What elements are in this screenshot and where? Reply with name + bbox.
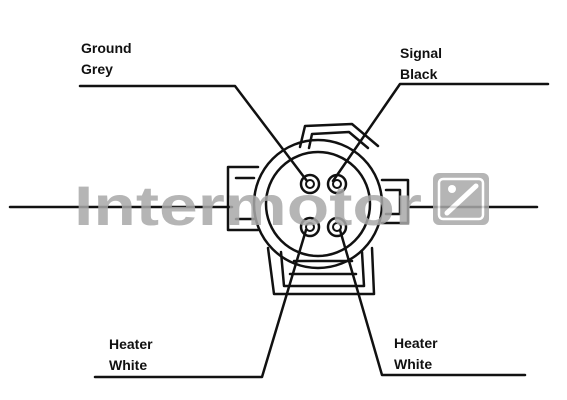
connector-skirt [266, 246, 376, 296]
leader-heater-left [93, 228, 308, 379]
connector-body-outer [252, 138, 384, 270]
label-signal-line2: Black [400, 66, 438, 82]
label-ground-line1: Ground [81, 40, 132, 56]
pin-heater-right [326, 216, 348, 238]
label-heater-left-line2: White [109, 357, 148, 373]
watermark-text: Intermotor [74, 174, 422, 237]
watermark: Intermotor [74, 173, 489, 237]
connector-tab-left [226, 165, 260, 232]
label-signal-line1: Signal [400, 45, 443, 61]
label-signal: Signal Black [400, 43, 442, 85]
label-heater-right: Heater White [394, 333, 438, 375]
leader-heater-right [338, 228, 527, 377]
pin-heater-left [299, 216, 321, 238]
connector-body-inner [264, 150, 372, 258]
leader-signal [331, 82, 550, 183]
leader-ground [78, 84, 309, 183]
label-heater-right-line1: Heater [394, 335, 438, 351]
connector-tab-right [380, 178, 410, 225]
pin-ground [299, 173, 321, 195]
label-ground-line2: Grey [81, 61, 113, 77]
label-heater-right-line2: White [394, 356, 433, 372]
label-ground: Ground Grey [81, 38, 132, 80]
watermark-logo-icon [433, 173, 489, 225]
label-heater-left: Heater White [109, 334, 153, 376]
label-heater-left-line1: Heater [109, 336, 153, 352]
